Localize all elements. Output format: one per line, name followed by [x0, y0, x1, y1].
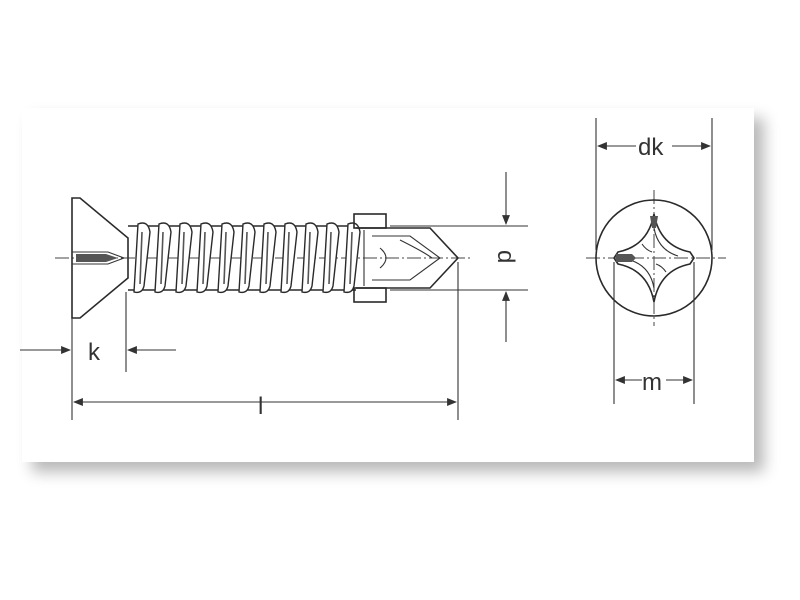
thread-turn: [217, 222, 235, 294]
thread-turn: [196, 222, 214, 294]
thread-shadow: [265, 231, 269, 285]
thread-shadow: [307, 231, 311, 285]
thread-shadow: [349, 231, 353, 285]
drill-flute: [372, 235, 441, 281]
dim-dk-label: dk: [638, 134, 664, 161]
drill-edge: [399, 239, 433, 259]
thread-shadow: [202, 231, 206, 285]
thread-shadow: [181, 231, 185, 285]
thread-shadow: [244, 231, 248, 285]
recess-shade-left: [616, 254, 636, 262]
wing-bottom: [353, 287, 387, 303]
dim-l-label: l: [258, 393, 263, 420]
thread-turn: [301, 222, 319, 294]
thread-turn: [154, 222, 172, 294]
drill-point: [356, 227, 460, 289]
thread-shadow: [139, 231, 143, 285]
phillips-recess: [613, 213, 695, 303]
thread-shadow: [223, 231, 227, 285]
thread-turn: [259, 222, 277, 294]
screw-side-view: k l d: [20, 172, 528, 420]
thread-turn: [280, 222, 298, 294]
recess-shade-top: [650, 216, 658, 228]
drill-flute-curve: [379, 247, 387, 269]
dim-k-label: k: [88, 339, 101, 366]
phillips-recess-inner: [629, 227, 679, 289]
dim-m-label: m: [642, 369, 662, 396]
head-recess-shade: [76, 254, 118, 262]
screw-head-end-view: dk m: [586, 118, 726, 404]
head-recess: [72, 251, 126, 265]
head-circle: [595, 199, 713, 317]
dim-d-label: d: [492, 250, 519, 263]
wing-top: [353, 213, 387, 229]
thread-helix: [133, 222, 361, 294]
thread-turn: [133, 222, 151, 294]
thread-shadow: [328, 231, 332, 285]
thread-turn: [322, 222, 340, 294]
thread-turn: [175, 222, 193, 294]
thread-shadow: [160, 231, 164, 285]
thread-shadow: [286, 231, 290, 285]
thread-turn: [238, 222, 256, 294]
